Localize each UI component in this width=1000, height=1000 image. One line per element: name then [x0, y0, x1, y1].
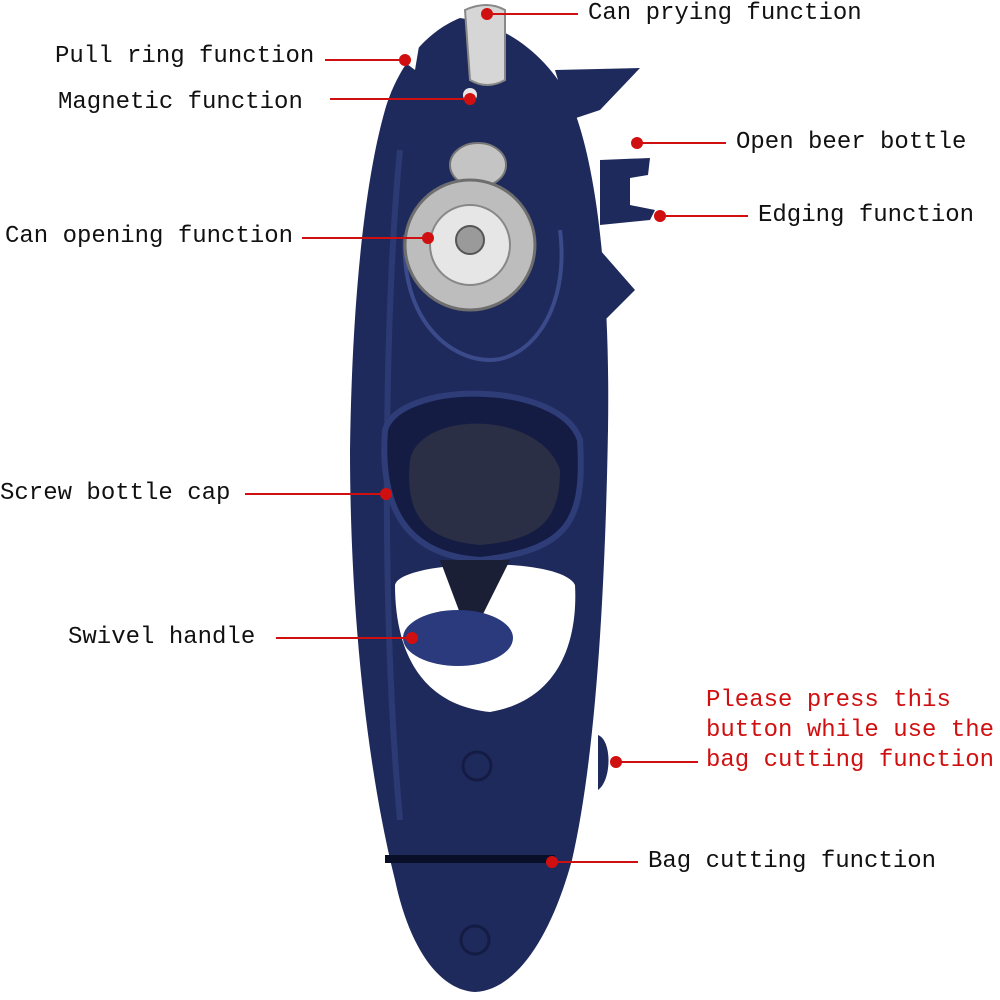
label-edging: Edging function	[758, 202, 975, 229]
bottom-dimple	[459, 924, 491, 956]
label-can-prying: Can prying function	[588, 0, 862, 27]
label-magnetic: Magnetic function	[58, 89, 303, 116]
note-line-3: bag cutting function	[706, 747, 995, 774]
label-can-opening: Can opening function	[5, 223, 294, 250]
screw-cap-pad	[409, 423, 560, 545]
note-line-2: button while use the	[706, 717, 995, 744]
label-screw-cap: Screw bottle cap	[0, 480, 231, 507]
bag-cutter-slot	[385, 855, 555, 863]
label-pull-ring: Pull ring function	[55, 43, 315, 70]
can-opening-arc	[402, 229, 564, 363]
round-dimple	[461, 750, 493, 782]
swivel-handle	[403, 610, 513, 666]
label-swivel: Swivel handle	[68, 624, 256, 651]
top-fin	[555, 68, 640, 120]
label-bag-cutting: Bag cutting function	[648, 848, 937, 875]
beer-bottle-hook	[600, 158, 655, 225]
screw	[455, 225, 485, 255]
label-open-beer: Open beer bottle	[736, 129, 967, 156]
side-fin	[600, 250, 635, 320]
pry-tab-metal	[463, 4, 506, 86]
leader-lines	[245, 8, 748, 868]
side-button	[598, 735, 609, 790]
note-line-1: Please press this	[706, 687, 951, 714]
swivel-arm	[440, 560, 510, 640]
